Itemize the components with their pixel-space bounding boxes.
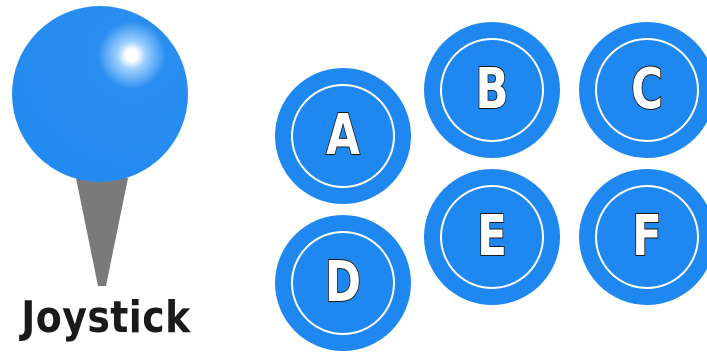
button-letter: C <box>594 22 700 158</box>
button-c[interactable]: C <box>579 22 707 158</box>
button-letter: F <box>594 169 700 305</box>
joystick-label: Joystick <box>21 288 184 348</box>
button-f[interactable]: F <box>579 169 707 305</box>
button-e[interactable]: E <box>424 169 560 305</box>
button-b[interactable]: B <box>424 22 560 158</box>
button-d[interactable]: D <box>275 215 411 351</box>
button-letter: A <box>290 68 396 204</box>
button-letter: D <box>290 215 396 351</box>
joystick-ball[interactable] <box>12 6 188 182</box>
button-a[interactable]: A <box>275 68 411 204</box>
button-letter: E <box>439 169 545 305</box>
joystick-stick <box>76 178 128 286</box>
button-letter: B <box>439 22 545 158</box>
